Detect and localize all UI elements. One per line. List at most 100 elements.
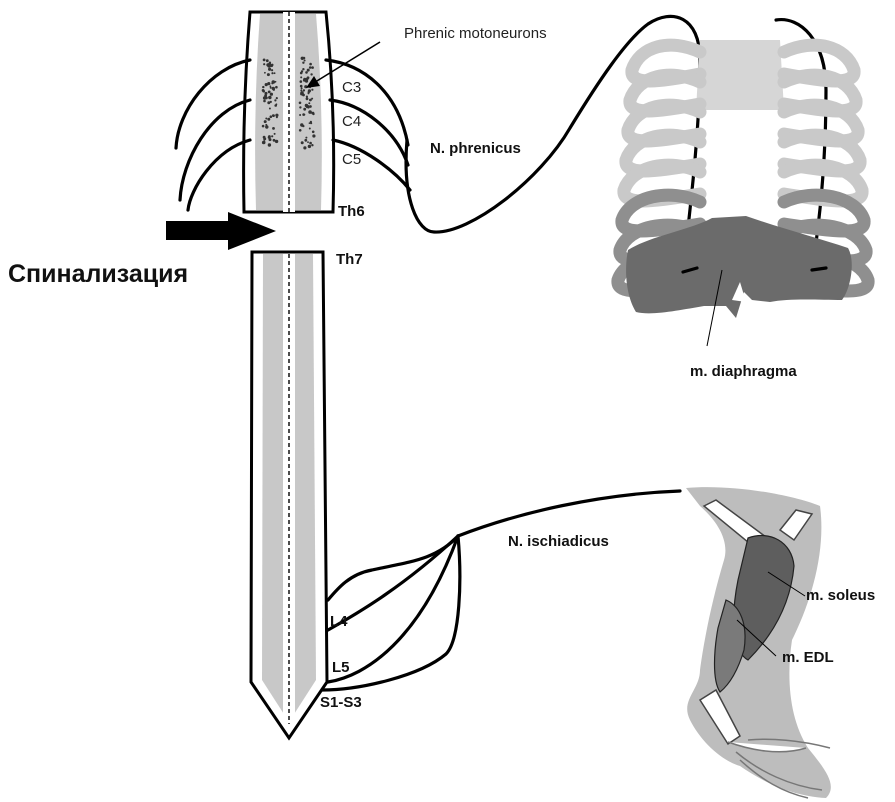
motoneuron-dot — [312, 112, 314, 114]
spinal-cord-cervical-segment — [244, 12, 334, 212]
motoneuron-dot — [275, 81, 277, 83]
motoneuron-dot — [263, 140, 265, 142]
motoneuron-dot — [303, 146, 306, 149]
transection-arrow — [166, 212, 276, 250]
motoneuron-dot — [301, 87, 303, 89]
motoneuron-dot — [268, 91, 271, 94]
motoneuron-dot — [310, 73, 312, 75]
motoneuron-dot — [265, 125, 268, 128]
motoneuron-dot — [262, 90, 265, 93]
motoneuron-dot — [265, 83, 268, 86]
motoneuron-dot — [306, 97, 309, 100]
spinalization-label: Спинализация — [8, 260, 188, 288]
motoneuron-dot — [302, 113, 305, 116]
motoneuron-dot — [263, 59, 266, 62]
phrenic-nerve-label: N. phrenicus — [430, 140, 521, 157]
motoneuron-dot — [267, 101, 270, 104]
segment-c4-label: C4 — [342, 113, 361, 130]
motoneuron-dot — [276, 97, 278, 99]
motoneuron-dot — [312, 134, 315, 137]
motoneuron-dot — [304, 139, 307, 142]
sciatic-nerve-label: N. ischiadicus — [508, 533, 609, 550]
motoneuron-dot — [300, 123, 303, 126]
motoneuron-dot — [270, 85, 272, 87]
motoneuron-dot — [300, 91, 303, 94]
motoneuron-dot — [275, 140, 278, 143]
motoneuron-dot — [299, 114, 301, 116]
motoneuron-dot — [299, 129, 302, 132]
segment-th7-label: Th7 — [336, 251, 363, 268]
motoneuron-dot — [308, 145, 311, 148]
motoneuron-dot — [302, 62, 304, 64]
motoneuron-dot — [271, 69, 273, 71]
motoneuron-dot — [309, 66, 312, 69]
motoneuron-dot — [311, 98, 313, 100]
motoneuron-dot — [273, 139, 276, 142]
phrenic-motoneurons-label: Phrenic motoneurons — [404, 25, 547, 42]
motoneuron-dot — [311, 144, 313, 146]
motoneuron-dot — [263, 63, 265, 65]
motoneuron-dot — [305, 137, 307, 139]
motoneuron-dot — [308, 102, 310, 104]
motoneuron-dot — [265, 92, 268, 95]
motoneuron-dot — [305, 80, 308, 83]
motoneuron-dot — [268, 96, 270, 98]
segment-l4-label: L4 — [330, 613, 348, 630]
sciatic-nerve — [458, 491, 680, 536]
motoneuron-dot — [300, 76, 302, 78]
motoneuron-dot — [303, 57, 306, 60]
motoneuron-dot — [306, 96, 308, 98]
motoneuron-dot — [274, 99, 276, 101]
motoneuron-dot — [266, 59, 269, 62]
motoneuron-dot — [275, 86, 278, 89]
motoneuron-dot — [267, 63, 271, 67]
motoneuron-dot — [304, 60, 306, 62]
motoneuron-dot — [305, 71, 308, 74]
motoneuron-dot — [267, 118, 270, 121]
motoneuron-dot — [268, 143, 271, 146]
motoneuron-dot — [300, 89, 302, 91]
motoneuron-dot — [311, 89, 313, 91]
motoneuron-dot — [311, 66, 314, 69]
motoneuron-dot — [305, 104, 308, 107]
motoneuron-dot — [272, 80, 276, 84]
motoneuron-dot — [264, 72, 266, 74]
motoneuron-dot — [271, 135, 273, 137]
phrenic-nerve-right-end — [812, 268, 826, 270]
motoneuron-dot — [263, 137, 266, 140]
motoneuron-dot — [307, 69, 310, 72]
motoneuron-dot — [274, 133, 276, 135]
motoneuron-dot — [270, 93, 273, 96]
motoneuron-dot — [267, 73, 270, 76]
segment-c5-label: C5 — [342, 151, 361, 168]
segment-s1-s3-label: S1-S3 — [320, 694, 362, 711]
motoneuron-dot — [272, 127, 275, 130]
motoneuron-dot — [312, 131, 315, 134]
motoneuron-dot — [307, 141, 309, 143]
motoneuron-dot — [308, 110, 312, 114]
motoneuron-dot — [307, 76, 310, 79]
motoneuron-dot — [268, 136, 271, 139]
motoneuron-dot — [309, 128, 311, 130]
motoneuron-dot — [299, 102, 302, 105]
motoneuron-dot — [301, 70, 303, 72]
motoneuron-dot — [268, 68, 271, 71]
motoneuron-dot — [303, 89, 305, 91]
diaphragma-label: m. diaphragma — [690, 363, 797, 380]
hindlimb — [686, 487, 831, 798]
motoneuron-dot — [308, 89, 311, 92]
motoneuron-dot — [272, 87, 275, 90]
motoneuron-dot — [303, 108, 306, 111]
motoneuron-dot — [269, 108, 271, 110]
segment-c3-label: C3 — [342, 79, 361, 96]
motoneuron-dot — [309, 63, 312, 66]
motoneuron-dot — [310, 121, 312, 123]
motoneuron-dot — [272, 114, 274, 116]
motoneuron-dot — [309, 142, 312, 145]
segment-th6-label: Th6 — [338, 203, 365, 220]
motoneuron-dot — [265, 118, 267, 120]
spinal-cord-lower-segment — [251, 252, 327, 738]
motoneuron-dot — [300, 85, 303, 88]
motoneuron-dot — [271, 72, 273, 74]
